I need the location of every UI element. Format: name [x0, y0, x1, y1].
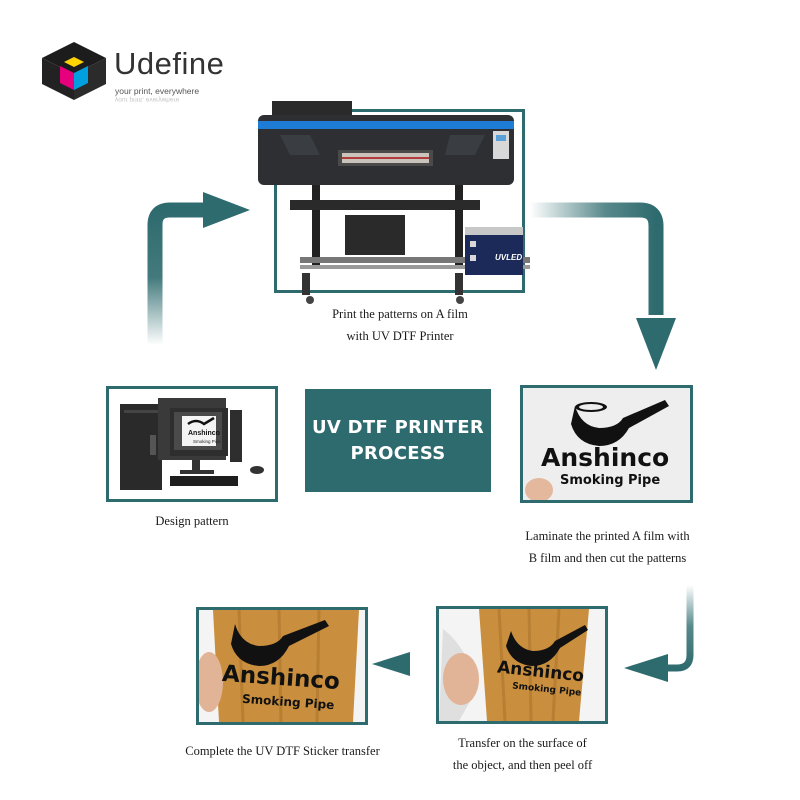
- arrow-transfer-to-complete: [372, 652, 432, 676]
- screen-brand-word: Anshinco: [188, 430, 220, 437]
- process-title-box: UV DTF PRINTER PROCESS: [305, 389, 491, 492]
- caption-transfer-line2: the object, and then peel off: [452, 758, 593, 772]
- computer-illustration: [120, 398, 264, 490]
- caption-laminate-line1: Laminate the printed A film with: [525, 529, 690, 543]
- arrow-laminate-to-transfer: [624, 585, 694, 682]
- caption-transfer: Transfer on the surface of the object, a…: [420, 732, 625, 776]
- cup-transfer-illustration: [439, 609, 605, 721]
- title-line-1: UV DTF PRINTER: [311, 416, 485, 438]
- caption-print-line1: Print the patterns on A film: [332, 307, 468, 321]
- laminate-brand-sub: Smoking Pipe: [560, 473, 661, 488]
- caption-laminate: Laminate the printed A film with B film …: [500, 525, 715, 569]
- arrow-print-to-laminate: [530, 202, 676, 370]
- finished-cup-illustration: [199, 610, 365, 722]
- film-sticker-illustration: [523, 388, 690, 500]
- cube-logo-icon: [42, 42, 106, 100]
- arrow-design-to-print: [147, 192, 250, 345]
- caption-transfer-line1: Transfer on the surface of: [458, 736, 587, 750]
- caption-laminate-line2: B film and then cut the patterns: [528, 551, 687, 565]
- uvled-label: UVLED: [495, 253, 523, 262]
- brand-logo: Udefine your print, everywhere your prin…: [40, 40, 240, 110]
- brand-tagline: your print, everywhere: [115, 86, 200, 96]
- caption-complete: Complete the UV DTF Sticker transfer: [185, 744, 380, 758]
- caption-design: Design pattern: [155, 514, 229, 528]
- screen-brand-sub: Smoking Pipe: [193, 439, 221, 444]
- caption-print-line2: with UV DTF Printer: [346, 329, 454, 343]
- caption-print: Print the patterns on A film with UV DTF…: [300, 303, 500, 347]
- brand-name: Udefine: [114, 46, 225, 81]
- uv-dtf-printer-illustration: [258, 101, 530, 304]
- title-line-2: PROCESS: [350, 442, 446, 464]
- laminate-brand-word: Anshinco: [541, 443, 670, 472]
